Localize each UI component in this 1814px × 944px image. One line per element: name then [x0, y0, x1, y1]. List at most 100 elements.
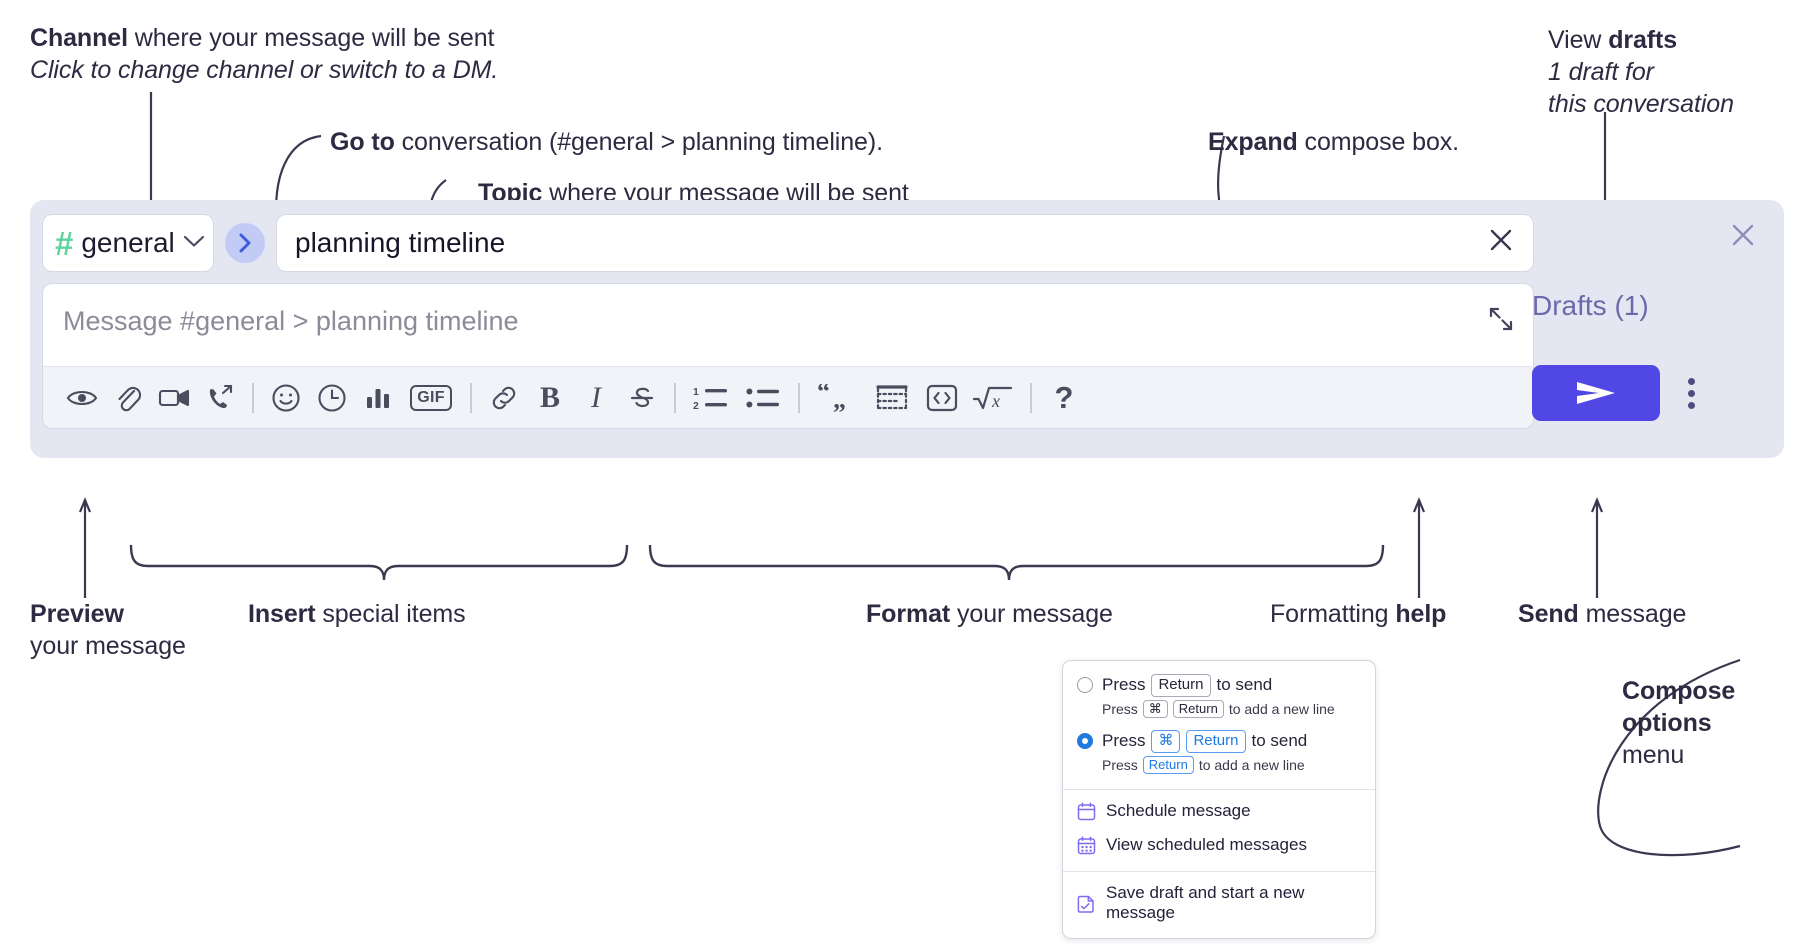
menu-radio-subtext: Press ⌘ Return to add a new line — [1063, 697, 1375, 724]
key-command: ⌘ — [1142, 699, 1168, 718]
annotation-format-rest: your message — [950, 600, 1113, 628]
annotation-expand: Expand compose box. — [1208, 126, 1459, 158]
annotation-insert-rest: special items — [315, 600, 466, 628]
compose-options-menu-button[interactable] — [1676, 370, 1706, 416]
huddle-icon[interactable] — [197, 375, 243, 421]
link-icon[interactable] — [481, 375, 527, 421]
menu-divider — [1063, 871, 1375, 872]
topic-input[interactable]: planning timeline — [276, 214, 1534, 272]
annotation-send: Send message — [1518, 598, 1686, 630]
message-placeholder: Message #general > planning timeline — [63, 306, 519, 336]
annotation-send-rest: message — [1578, 600, 1687, 628]
key-command: ⌘ — [1151, 730, 1181, 753]
annotation-preview-bold: Preview — [30, 600, 124, 628]
subtext-pre: Press — [1102, 700, 1138, 717]
annotation-expand-rest: compose box. — [1297, 128, 1460, 156]
drafts-link[interactable]: Drafts (1) — [1532, 290, 1649, 321]
math-icon[interactable]: x — [965, 375, 1021, 421]
annotation-insert: Insert special items — [248, 598, 466, 630]
toolbar-separator — [1030, 382, 1032, 413]
menu-item-schedule-message[interactable]: Schedule message — [1063, 794, 1375, 828]
compose-main-column: # general planning timeline — [42, 212, 1534, 429]
radio-text-pre: Press — [1102, 731, 1146, 751]
save-draft-icon — [1077, 894, 1096, 913]
menu-item-save-draft[interactable]: Save draft and start a new message — [1063, 876, 1375, 930]
toolbar-separator — [252, 382, 254, 413]
annotation-preview: Preview your message — [30, 598, 250, 662]
annotation-send-bold: Send — [1518, 600, 1579, 628]
annotation-goto-rest: conversation (#general > planning timeli… — [394, 128, 883, 156]
italic-icon[interactable]: I — [573, 375, 619, 421]
annotation-compose-line1: Compose — [1622, 677, 1736, 705]
compose-right-rail: Drafts (1) — [1522, 200, 1784, 458]
help-label: ? — [1054, 379, 1074, 415]
radio-text-post: to send — [1216, 675, 1273, 695]
annotation-drafts-bold: drafts — [1608, 26, 1678, 54]
svg-text:2: 2 — [693, 400, 699, 411]
kebab-dot — [1687, 377, 1695, 385]
annotation-formatting-help: Formatting help — [1270, 598, 1446, 630]
help-icon[interactable]: ? — [1041, 375, 1087, 421]
radio-text-pre: Press — [1102, 675, 1146, 695]
expand-icon[interactable] — [1488, 306, 1514, 338]
bold-icon[interactable]: B — [527, 375, 573, 421]
calendar-icon — [1077, 802, 1096, 821]
menu-radio-cmd-return-to-send[interactable]: Press ⌘ Return to send — [1063, 724, 1375, 753]
clock-icon[interactable] — [309, 375, 355, 421]
compose-header-row: # general planning timeline — [42, 212, 1534, 274]
video-icon[interactable] — [151, 375, 197, 421]
menu-item-view-scheduled-messages[interactable]: View scheduled messages — [1063, 828, 1375, 862]
key-return: Return — [1142, 755, 1194, 774]
inline-code-icon[interactable] — [919, 375, 965, 421]
annotation-channel: Channel where your message will be sent … — [30, 22, 670, 86]
annotation-channel-bold: Channel — [30, 24, 128, 52]
blockquote-icon[interactable]: “ „ — [809, 375, 865, 421]
code-block-icon[interactable] — [865, 375, 919, 421]
annotation-channel-italic: Click to change channel or switch to a D… — [30, 56, 499, 84]
bold-label: B — [539, 380, 560, 414]
goto-conversation-button[interactable] — [225, 223, 265, 263]
annotation-drafts: View drafts 1 draft for this conversatio… — [1548, 24, 1808, 120]
strikethrough-icon[interactable] — [619, 375, 665, 421]
channel-selector[interactable]: # general — [42, 214, 214, 272]
send-button[interactable] — [1532, 365, 1660, 421]
bulleted-list-icon[interactable] — [737, 375, 789, 421]
close-icon[interactable] — [1728, 220, 1758, 256]
annotation-goto: Go to conversation (#general > planning … — [330, 126, 883, 158]
svg-text:“: “ — [817, 384, 830, 406]
radio-selected-icon[interactable] — [1077, 733, 1093, 750]
annotation-expand-bold: Expand — [1208, 128, 1298, 156]
menu-item-label: Schedule message — [1106, 801, 1251, 820]
annotation-format-bold: Format — [866, 600, 951, 628]
menu-divider — [1063, 789, 1375, 790]
menu-item-label: View scheduled messages — [1106, 835, 1307, 854]
svg-text:„: „ — [833, 385, 846, 412]
poll-icon[interactable] — [355, 375, 401, 421]
formatting-toolbar: GIF B I — [43, 366, 1533, 428]
annotation-compose-options: Compose options menu — [1622, 675, 1812, 771]
kebab-dot — [1687, 401, 1695, 409]
attachment-icon[interactable] — [105, 375, 151, 421]
svg-text:x: x — [991, 391, 1000, 411]
menu-item-label: Save draft and start a new message — [1106, 883, 1305, 922]
radio-label: Press ⌘ Return to send — [1102, 730, 1307, 753]
compose-box: # general planning timeline — [30, 200, 1784, 458]
radio-unselected-icon[interactable] — [1077, 677, 1093, 694]
annotation-compose-line3: menu — [1622, 741, 1685, 769]
annotation-drafts-normal: View — [1548, 26, 1609, 54]
chevron-down-icon — [183, 232, 205, 254]
kebab-dot — [1687, 389, 1695, 397]
annotation-preview-line2: your message — [30, 632, 186, 660]
close-icon[interactable] — [1483, 226, 1519, 260]
annotation-drafts-line2: this conversation — [1548, 90, 1734, 118]
gif-icon[interactable]: GIF — [401, 375, 461, 421]
message-input-area[interactable]: Message #general > planning timeline — [42, 283, 1534, 429]
toolbar-separator — [798, 382, 800, 413]
emoji-icon[interactable] — [263, 375, 309, 421]
channel-name: general — [81, 227, 175, 258]
preview-icon[interactable] — [59, 375, 105, 421]
ordered-list-icon[interactable]: 1 2 — [685, 375, 737, 421]
menu-radio-return-to-send[interactable]: Press Return to send — [1063, 671, 1375, 697]
compose-options-dropdown: Press Return to send Press ⌘ Return to a… — [1062, 660, 1376, 939]
